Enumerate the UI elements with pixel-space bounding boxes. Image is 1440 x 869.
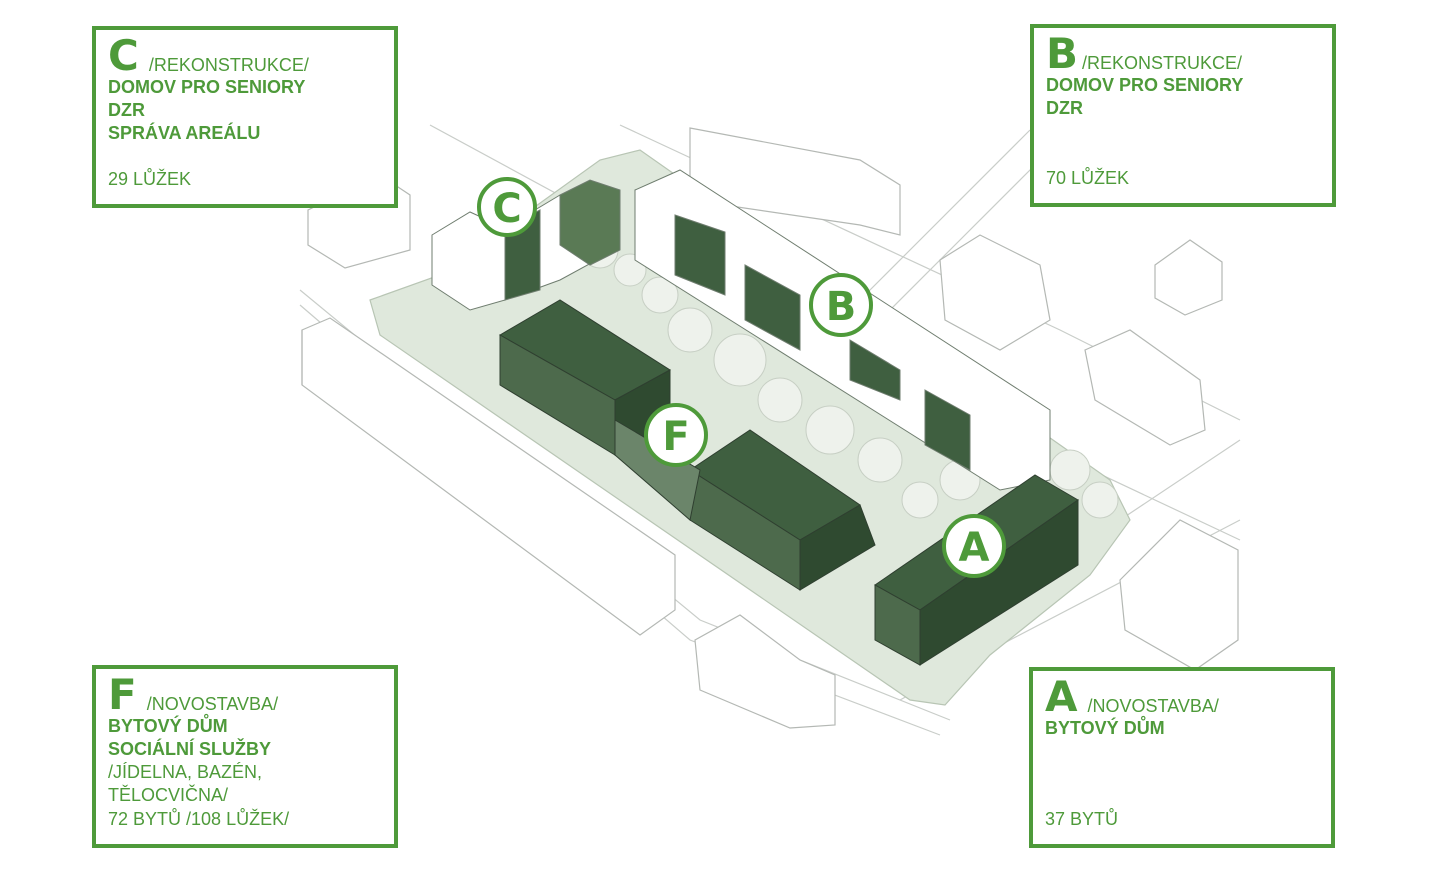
box-f-kind: /NOVOSTAVBA/	[146, 694, 279, 714]
info-box-f: F /NOVOSTAVBA/ BYTOVÝ DŮM SOCIÁLNÍ SLUŽB…	[92, 665, 398, 848]
box-a-kind: /NOVOSTAVBA/	[1087, 696, 1219, 716]
box-c-line-3: SPRÁVA AREÁLU	[108, 123, 261, 143]
marker-a-label: A	[959, 525, 990, 571]
box-b-letter: B	[1046, 29, 1079, 78]
box-b-kind: /REKONSTRUKCE/	[1082, 53, 1243, 73]
box-c-heading: C /REKONSTRUKCE/	[108, 31, 382, 80]
info-box-a: A /NOVOSTAVBA/ BYTOVÝ DŮM 37 BYTŮ	[1029, 667, 1335, 848]
box-f-heading: F /NOVOSTAVBA/	[108, 670, 382, 719]
box-a-letter: A	[1045, 672, 1078, 721]
box-f-line-1: BYTOVÝ DŮM	[108, 716, 228, 736]
box-c-capacity: 29 LŮŽEK	[108, 169, 192, 189]
box-a-heading: A /NOVOSTAVBA/	[1045, 672, 1319, 721]
info-box-c: C /REKONSTRUKCE/ DOMOV PRO SENIORY DZR S…	[92, 26, 398, 208]
box-b-line-1: DOMOV PRO SENIORY	[1046, 75, 1244, 95]
box-b-heading: B /REKONSTRUKCE/	[1046, 29, 1320, 78]
box-b-capacity: 70 LŮŽEK	[1046, 168, 1130, 188]
info-box-b: B /REKONSTRUKCE/ DOMOV PRO SENIORY DZR 7…	[1030, 24, 1336, 207]
marker-b: B	[809, 273, 873, 337]
marker-f-label: F	[662, 414, 689, 460]
box-c-line-2: DZR	[108, 100, 145, 120]
marker-c: C	[477, 177, 537, 237]
box-a-capacity: 37 BYTŮ	[1045, 809, 1119, 829]
box-b-line-2: DZR	[1046, 98, 1083, 118]
marker-b-label: B	[826, 284, 857, 330]
marker-c-label: C	[492, 186, 521, 232]
box-f-subline: /JÍDELNA, BAZÉN, TĚLOCVIČNA/	[108, 762, 263, 805]
box-f-letter: F	[108, 670, 137, 719]
marker-a: A	[942, 514, 1006, 578]
marker-f: F	[644, 403, 708, 467]
building-f	[498, 299, 876, 591]
box-c-line-1: DOMOV PRO SENIORY	[108, 77, 306, 97]
box-c-kind: /REKONSTRUKCE/	[148, 55, 309, 75]
box-f-line-2: SOCIÁLNÍ SLUŽBY	[108, 739, 272, 759]
box-a-line-1: BYTOVÝ DŮM	[1045, 718, 1165, 738]
box-f-capacity: 72 BYTŮ /108 LŮŽEK/	[108, 809, 290, 829]
box-c-letter: C	[108, 31, 139, 80]
